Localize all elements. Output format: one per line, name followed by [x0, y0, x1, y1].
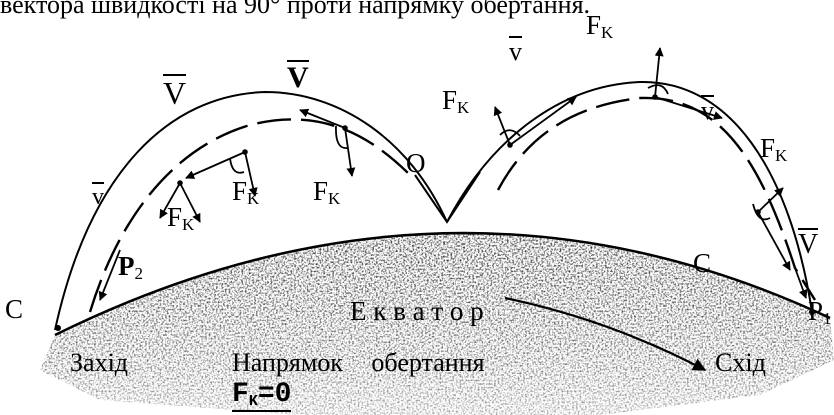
label-west: Захід — [70, 348, 129, 377]
label-c-right: C — [693, 248, 712, 278]
label-point-o: O — [406, 148, 426, 178]
label-fk-right: FK — [760, 133, 788, 165]
left-vectors — [98, 108, 356, 301]
p1-point — [809, 309, 815, 315]
right-trajectory — [446, 80, 813, 313]
p2-point — [55, 325, 61, 331]
label-equator: Е к в а т о р — [350, 296, 484, 326]
label-fk-zero: FK=0 — [232, 379, 292, 412]
right-vectors — [493, 47, 808, 299]
left-trajectory — [54, 90, 448, 331]
label-fk-left-mid: FK — [232, 176, 260, 208]
label-v-left-large: V — [163, 74, 187, 111]
label-v-right-2: V — [798, 228, 819, 260]
label-v-top: V — [287, 60, 309, 94]
label-fk-left-right: FK — [313, 176, 341, 208]
label-east: Схід — [715, 348, 766, 377]
label-rotation: Напрямок обертання — [232, 348, 485, 377]
label-fk-left-inner: FK — [167, 202, 195, 234]
vertex-o-lines — [414, 171, 481, 224]
label-v-right-1: v — [701, 95, 714, 125]
label-v-left-small: v — [92, 182, 104, 210]
label-v-top-right: v — [509, 36, 522, 66]
label-p1: P1 — [808, 296, 832, 328]
rotation-arrow — [504, 296, 707, 371]
label-p2: P2 — [118, 251, 143, 283]
header-fragment: вектора швидкості на 90° проти напрямку … — [0, 0, 591, 19]
label-fk-top-middle: FK — [442, 85, 470, 117]
label-fk-top-right: FK — [586, 10, 614, 42]
left-inner-dashed — [88, 118, 411, 313]
label-c-left: C — [5, 294, 24, 324]
earth-surface — [40, 231, 834, 415]
